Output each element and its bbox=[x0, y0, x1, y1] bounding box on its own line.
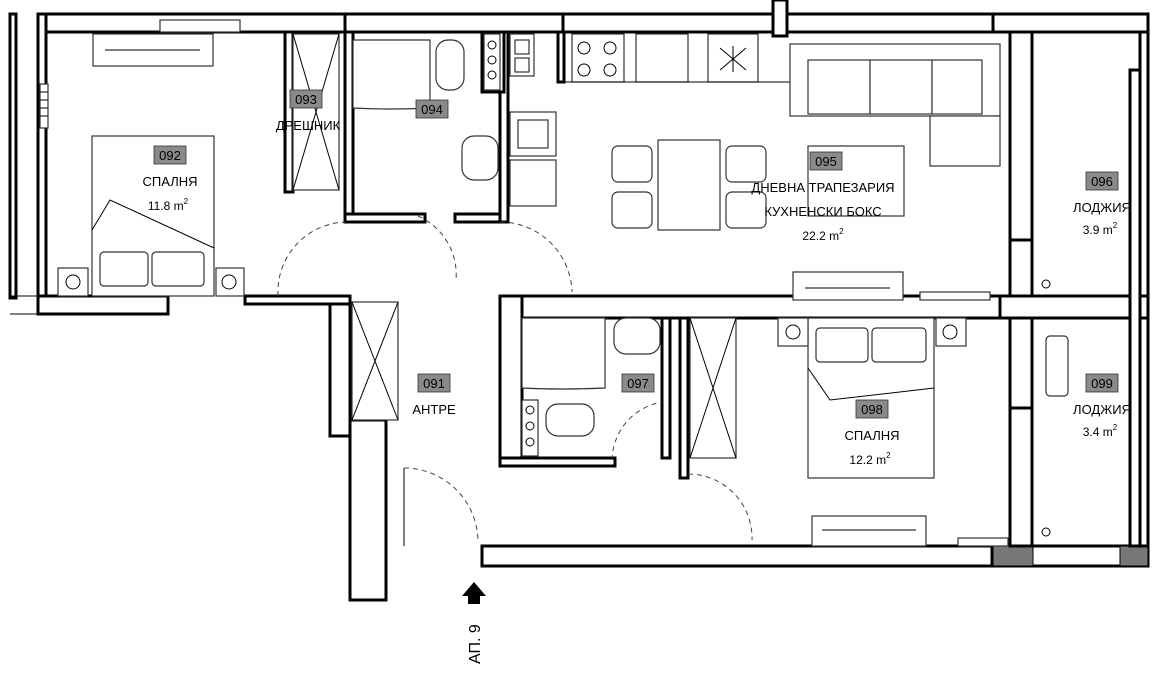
fixtures bbox=[39, 19, 1069, 547]
room-id-096: 096 bbox=[1091, 174, 1113, 189]
room-id-098: 098 bbox=[861, 402, 883, 417]
entry-label: АП. 9 bbox=[467, 624, 484, 664]
room-096: 096 ЛОДЖИЯ 3.9 m2 bbox=[1073, 171, 1131, 237]
room-id-094: 094 bbox=[421, 102, 443, 117]
room-name2-095: КУХНЕНСКИ БОКС bbox=[764, 204, 881, 219]
room-id-091: 091 bbox=[423, 376, 445, 391]
room-093: 093 ДРЕШНИК bbox=[276, 89, 341, 133]
entry-arrow-icon bbox=[462, 582, 486, 604]
room-area-096: 3.9 m2 bbox=[1083, 221, 1118, 237]
room-area-095: 22.2 m2 bbox=[802, 227, 844, 243]
room-id-097: 097 bbox=[627, 376, 649, 391]
room-name-091: АНТРЕ bbox=[412, 402, 456, 417]
room-area-098: 12.2 m2 bbox=[849, 451, 891, 467]
room-099: 099 ЛОДЖИЯ 3.4 m2 bbox=[1073, 373, 1131, 439]
room-name-095: ДНЕВНА ТРАПЕЗАРИЯ bbox=[751, 180, 894, 195]
entry-marker: АП. 9 bbox=[462, 582, 486, 664]
room-id-092: 092 bbox=[159, 148, 181, 163]
room-095: 095 ДНЕВНА ТРАПЕЗАРИЯ КУХНЕНСКИ БОКС 22.… bbox=[751, 151, 895, 243]
room-tag-099: 099 bbox=[1085, 373, 1119, 393]
room-name-098: СПАЛНЯ bbox=[845, 428, 900, 443]
room-tag-097: 097 bbox=[621, 373, 655, 393]
room-tag-094: 094 bbox=[415, 99, 449, 119]
room-tag-098: 098 bbox=[855, 399, 889, 419]
room-name-099: ЛОДЖИЯ bbox=[1073, 402, 1131, 417]
room-tag-092: 092 bbox=[153, 145, 187, 165]
room-098: 098 СПАЛНЯ 12.2 m2 bbox=[845, 399, 900, 467]
room-id-095: 095 bbox=[815, 154, 837, 169]
room-tag-091: 091 bbox=[417, 373, 451, 393]
room-id-099: 099 bbox=[1091, 376, 1113, 391]
room-area-092: 11.8 m2 bbox=[148, 197, 189, 213]
room-id-093: 093 bbox=[295, 92, 317, 107]
room-area-099: 3.4 m2 bbox=[1083, 423, 1118, 439]
room-tag-093: 093 bbox=[289, 89, 323, 109]
room-tag-095: 095 bbox=[809, 151, 843, 171]
room-094: 094 bbox=[415, 99, 449, 119]
room-092: 092 СПАЛНЯ 11.8 m2 bbox=[143, 145, 198, 213]
room-091: 091 АНТРЕ bbox=[412, 373, 456, 417]
walls bbox=[8, 0, 1150, 602]
doors bbox=[277, 215, 753, 546]
room-tag-096: 096 bbox=[1085, 171, 1119, 191]
room-name-093: ДРЕШНИК bbox=[276, 118, 341, 133]
room-name-092: СПАЛНЯ bbox=[143, 174, 198, 189]
room-name-096: ЛОДЖИЯ bbox=[1073, 200, 1131, 215]
room-097: 097 bbox=[621, 373, 655, 393]
